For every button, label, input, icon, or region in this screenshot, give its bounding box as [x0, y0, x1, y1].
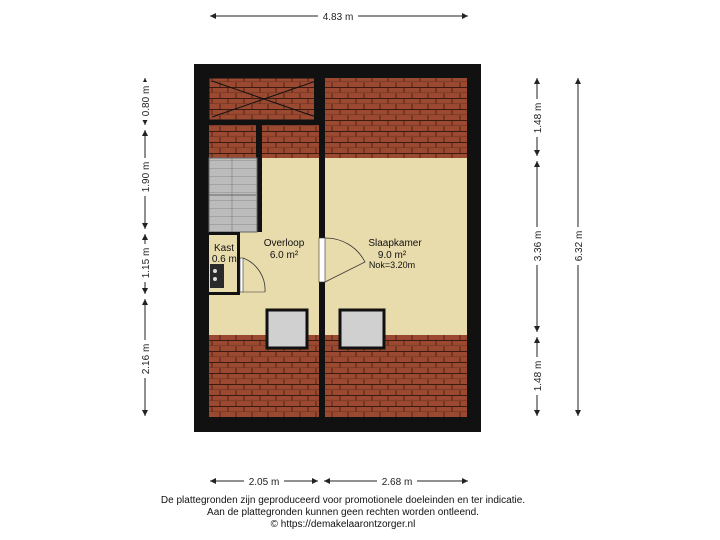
roof-top-right [325, 78, 467, 158]
slaapkamer-area: 9.0 m² [378, 250, 407, 261]
kast-area: 0.6 m² [212, 254, 241, 265]
dimension-bottom-right-label: 2.68 m [382, 477, 413, 488]
overloop-name: Overloop [264, 238, 305, 249]
slaapkamer-door [318, 237, 366, 283]
dimension-right-inner-3-label: 1.48 m [533, 361, 544, 392]
disclaimer-line-1: De plattegronden zijn geproduceerd voor … [160, 495, 526, 506]
dimension-right-inner-2-label: 3.36 m [533, 231, 544, 262]
dimension-right-total-label: 6.32 m [574, 231, 585, 262]
slaapkamer-name: Slaapkamer [368, 238, 422, 249]
roof-hatch [208, 77, 320, 125]
dimension-left-2-label: 1.90 m [141, 162, 152, 193]
dimension-left-4-label: 2.16 m [141, 344, 152, 375]
skylight-left [265, 308, 309, 350]
kast-door [239, 257, 266, 293]
kast-name: Kast [214, 243, 234, 254]
staircase [208, 125, 262, 233]
slaapkamer-nok: Nok=3.20m [369, 260, 415, 270]
floor-slaapkamer [325, 158, 467, 335]
overloop-area: 6.0 m² [270, 250, 299, 261]
copyright-link[interactable]: © https://demakelaarontzorger.nl [270, 519, 416, 530]
skylight-right [338, 308, 386, 350]
disclaimer-line-2: Aan de plattegronden kunnen geen rechten… [207, 507, 479, 518]
dimension-top-label: 4.83 m [323, 12, 354, 23]
dimension-left-3-label: 1.15 m [141, 248, 152, 279]
kast-closet [209, 232, 240, 295]
dimension-left: 0.80 m 1.90 m 1.15 m 2.16 m [138, 78, 152, 416]
dimension-left-1-label: 0.80 m [141, 86, 152, 117]
dimension-bottom-left-label: 2.05 m [249, 477, 280, 488]
dimension-right-total: 6.32 m [571, 78, 585, 416]
dimension-bottom: 2.05 m 2.68 m [210, 474, 468, 488]
dimension-top: 4.83 m [210, 9, 468, 23]
dimension-right-inner-1-label: 1.48 m [533, 103, 544, 134]
dimension-right-inner: 1.48 m 3.36 m 1.48 m [530, 78, 544, 416]
